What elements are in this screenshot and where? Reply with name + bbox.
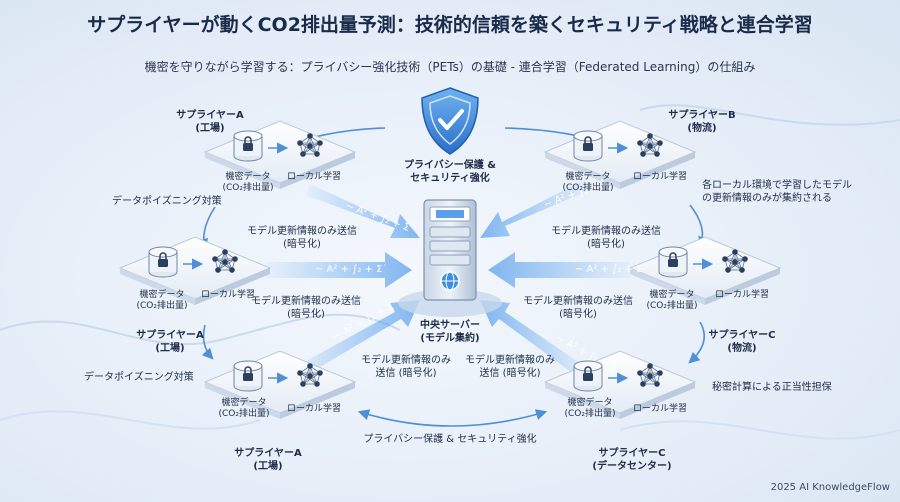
central-server-icon	[398, 199, 502, 317]
flow-arrow-bottom-right	[480, 300, 590, 380]
neural-network-icon	[297, 363, 323, 387]
wave-right-2	[619, 420, 900, 440]
flow-arrow-top-right	[480, 180, 590, 238]
data-caption-0: 機密データ(CO₂排出量)	[222, 172, 274, 194]
lock-database-icon	[233, 360, 263, 392]
lock-database-icon	[233, 130, 263, 162]
neural-network-icon	[637, 133, 663, 157]
footer-credit: 2025 AI KnowledgeFlow	[770, 481, 890, 493]
lock-database-icon	[573, 130, 603, 162]
flow-arrows	[265, 180, 630, 380]
local-caption-0: ローカル学習	[286, 172, 342, 182]
data-caption-4: 機密データ(CO₂排出量)	[218, 398, 270, 420]
note-aggregation: 各ローカル環境で学習したモデルの更新情報のみが集約される	[702, 180, 852, 204]
formula-label-1: ∼ A² + ∫₂ + Σ˙	[315, 264, 387, 275]
formula-label-4: ∼ A² + ∫₂ + Σ˙	[575, 264, 647, 275]
server-caption: 中央サーバー(モデル集約)	[420, 320, 480, 344]
flow-arrow-middle-right	[488, 252, 630, 288]
wave-left-2	[0, 410, 261, 430]
platforms	[118, 120, 782, 419]
neural-network-icon	[297, 133, 323, 157]
curve-arrow-left-lower	[201, 324, 214, 360]
send-label-4: モデル更新情報のみ送信 (暗号化)	[361, 355, 451, 379]
note-poisoning-2: データポイズニング対策	[84, 372, 194, 383]
send-label-2: モデル更新情報のみ送信(暗号化)	[251, 296, 361, 320]
supplier-platform-3	[628, 236, 782, 305]
supplier-name-1: サプライヤーB(物流)	[668, 110, 736, 134]
data-caption-3: 機密データ(CO₂排出量)	[646, 290, 698, 312]
neural-network-icon	[212, 249, 238, 273]
wave-left	[0, 313, 401, 346]
data-caption-1: 機密データ(CO₂排出量)	[562, 172, 614, 194]
neural-network-icon	[722, 249, 748, 273]
flow-arrow-middle-left	[265, 252, 412, 288]
page-title: サプライヤーが動くCO2排出量予測：技術的信頼を築くセキュリティ戦略と連合学習	[87, 14, 813, 36]
lock-database-icon	[148, 246, 178, 278]
flow-arrow-bottom-left	[290, 300, 420, 380]
note-poisoning-1: データポイズニング対策	[112, 196, 222, 207]
local-caption-5: ローカル学習	[632, 404, 688, 414]
supplier-name-5: サプライヤーC(データセンター)	[592, 448, 672, 472]
page-subtitle: 機密を守りながら学習する：プライバシー強化技術（PETs）の基礎 - 連合学習（…	[144, 60, 756, 74]
supplier-name-3: サプライヤーC(物流)	[708, 330, 776, 354]
supplier-name-0: サプライヤーA(工場)	[176, 110, 244, 134]
send-label-1: モデル更新情報のみ送信(暗号化)	[551, 226, 661, 250]
shield-caption: プライバシー保護 &セキュリティ強化	[403, 160, 497, 184]
supplier-platform-0	[203, 120, 357, 189]
local-caption-1: ローカル学習	[632, 172, 688, 182]
send-label-5: モデル更新情報のみ送信 (暗号化)	[465, 355, 555, 379]
lock-database-icon	[658, 246, 688, 278]
supplier-platform-2	[118, 236, 272, 305]
shield-icon	[421, 87, 479, 155]
data-caption-2: 機密データ(CO₂排出量)	[136, 290, 188, 312]
note-bottom: プライバシー保護 & セキュリティ強化	[363, 434, 537, 445]
local-caption-2: ローカル学習	[200, 290, 256, 300]
wave-right	[639, 104, 900, 126]
send-label-3: モデル更新情報のみ送信(暗号化)	[523, 296, 633, 320]
flow-arrow-top-left	[305, 184, 420, 238]
local-caption-4: ローカル学習	[286, 404, 342, 414]
supplier-platform-5	[543, 350, 697, 419]
neural-network-icon	[637, 363, 663, 387]
supplier-name-2: サプライヤーA(工場)	[136, 330, 204, 354]
curve-arrow-right-lower	[688, 321, 706, 364]
lock-database-icon	[573, 360, 603, 392]
data-caption-5: 機密データ(CO₂排出量)	[564, 398, 616, 420]
supplier-platform-1	[543, 120, 697, 189]
supplier-name-4: サプライヤーA(工場)	[234, 448, 302, 472]
note-secure-compute: 秘密計算による正当性担保	[712, 382, 832, 393]
supplier-platform-4	[203, 350, 357, 419]
local-caption-3: ローカル学習	[714, 290, 770, 300]
curve-arrow-bottom	[357, 409, 548, 427]
send-label-0: モデル更新情報のみ送信(暗号化)	[247, 226, 357, 250]
